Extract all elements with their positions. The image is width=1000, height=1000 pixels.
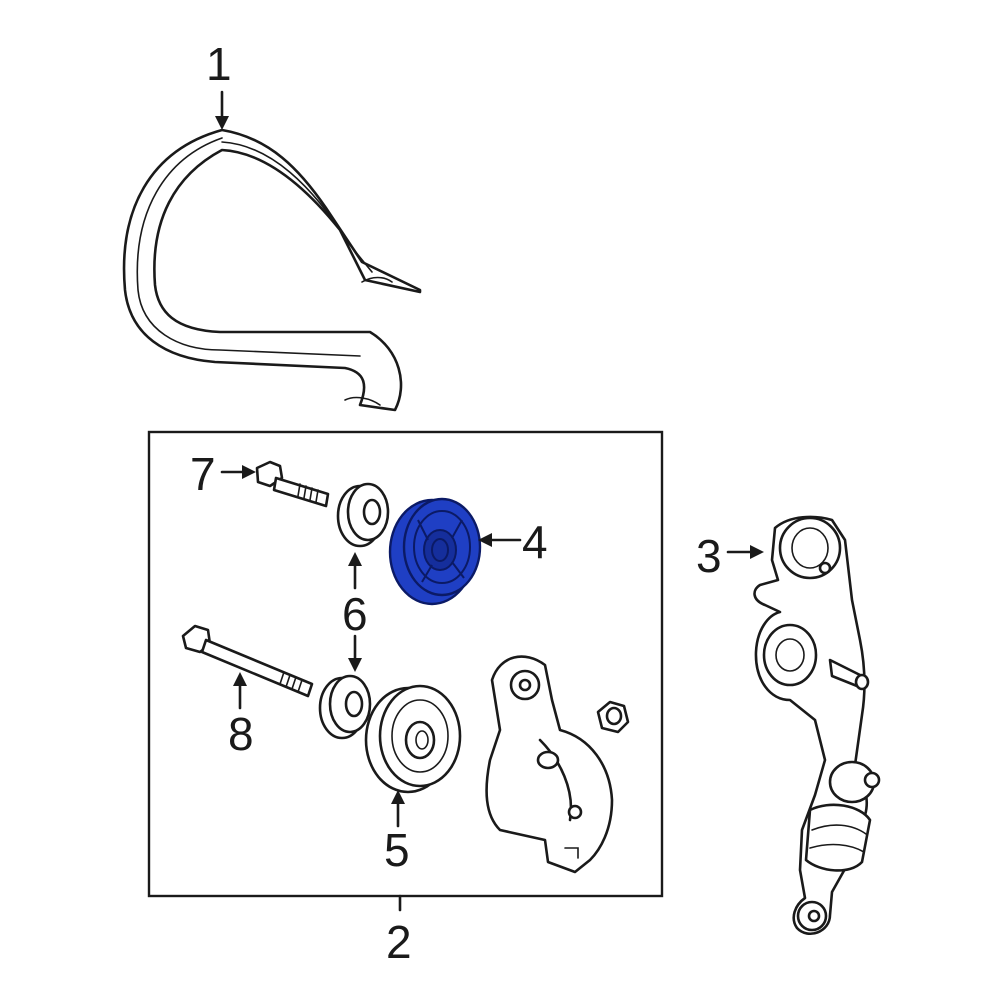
- nut[interactable]: [596, 700, 630, 734]
- kit-box: [147, 430, 664, 898]
- callout-1: 1: [206, 38, 232, 90]
- callout-2: 2: [386, 916, 412, 968]
- lower-idler-pulley[interactable]: [364, 684, 462, 794]
- serpentine-belt[interactable]: [122, 128, 422, 412]
- callout-4: 4: [522, 516, 548, 568]
- short-bolt[interactable]: [255, 460, 330, 508]
- callout-8: 8: [228, 708, 254, 760]
- tensioner-bracket-assembly[interactable]: [753, 515, 881, 935]
- upper-spacer[interactable]: [336, 482, 390, 548]
- long-bolt[interactable]: [181, 624, 314, 698]
- callout-6: 6: [342, 588, 368, 640]
- tensioner[interactable]: [485, 655, 614, 874]
- callout-7: 7: [190, 448, 216, 500]
- callout-5: 5: [384, 824, 410, 876]
- highlighted-idler-pulley[interactable]: [388, 497, 482, 606]
- leader-arrows: [215, 90, 764, 828]
- callout-3: 3: [696, 530, 722, 582]
- lower-spacer[interactable]: [318, 674, 372, 740]
